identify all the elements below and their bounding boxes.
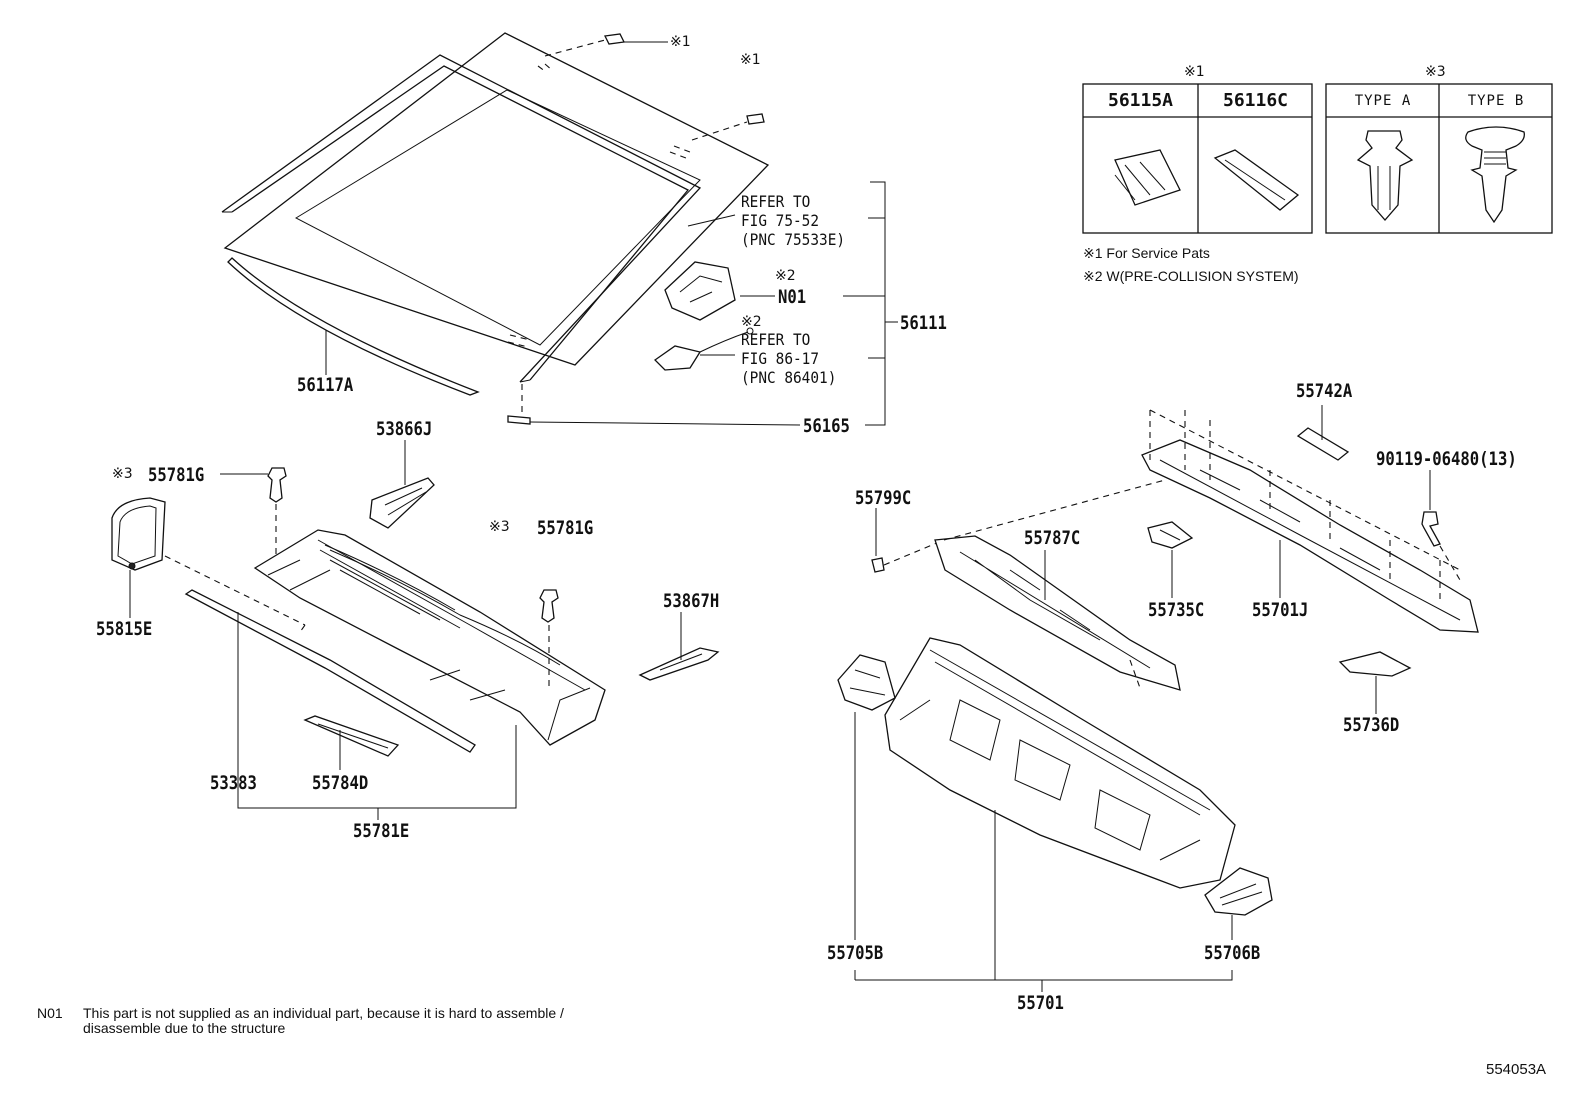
label-55701: 55701 <box>1017 992 1064 1014</box>
label-53383: 53383 <box>210 772 257 794</box>
service-part-56116C <box>746 113 765 125</box>
bracket-55705B <box>837 654 896 711</box>
footnote-code: N01 <box>37 1005 63 1021</box>
reinforcement-55735C <box>1147 521 1194 549</box>
camera-bracket <box>664 261 736 321</box>
label-56117A: 56117A <box>297 374 354 396</box>
table-type-col2: TYPE B <box>1467 93 1525 109</box>
service-parts-table <box>1082 83 1313 234</box>
table-type-col1: TYPE A <box>1354 93 1412 109</box>
label-55799C: 55799C <box>855 487 912 509</box>
footnote-line1: This part is not supplied as an individu… <box>83 1005 564 1021</box>
clip-type-table <box>1325 83 1553 234</box>
cowl-inner-panel-55787C <box>934 535 1181 691</box>
label-55781G-right: 55781G <box>537 517 594 539</box>
nut-55799C <box>871 557 885 573</box>
hood-seal-53383 <box>184 589 476 753</box>
refer-to-fig-86-17-line1: REFER TO <box>741 330 811 349</box>
bracket-55736D <box>1338 651 1412 677</box>
table-service-col1: 56115A <box>1107 90 1174 111</box>
label-55706B: 55706B <box>1204 942 1261 964</box>
cowl-side-seal-53867H <box>638 647 720 681</box>
label-56111: 56111 <box>900 312 947 334</box>
label-55781G-left: 55781G <box>148 464 205 486</box>
cowl-top-ventilator-louver <box>253 529 606 746</box>
mark-collision-2b: ※2 <box>741 314 762 330</box>
clip-55781G-right <box>539 589 559 623</box>
mark-collision-2a: ※2 <box>775 268 796 284</box>
clip-55781G-left <box>267 467 287 503</box>
bracket-55706B <box>1204 867 1273 916</box>
mark-service-1a: ※1 <box>670 34 691 50</box>
label-90119-06480: 90119-06480(13) <box>1376 448 1517 470</box>
bolt-90119 <box>1421 511 1441 547</box>
mark-clip-3b: ※3 <box>489 519 510 535</box>
cowl-top-panel-55701J <box>1141 409 1479 633</box>
spacer-56165 <box>507 415 531 425</box>
label-55736D: 55736D <box>1343 714 1400 736</box>
windshield-glass <box>223 32 770 396</box>
cowl-side-panel-53866J <box>369 477 435 529</box>
figure-id: 554053A <box>1486 1061 1547 1078</box>
legend-pre-collision: ※2 W(PRE-COLLISION SYSTEM) <box>1083 268 1299 284</box>
label-55705B: 55705B <box>827 942 884 964</box>
label-53867H: 53867H <box>663 590 720 612</box>
table-service-col2: 56116C <box>1222 90 1289 111</box>
label-55742A: 55742A <box>1296 380 1353 402</box>
refer-to-fig-75-52-line1: REFER TO <box>741 192 811 211</box>
label-56165: 56165 <box>803 415 850 437</box>
footnote-line2: disassemble due to the structure <box>83 1020 286 1036</box>
label-55742A <box>1296 427 1350 461</box>
windshield-moulding <box>221 54 702 383</box>
label-55784D: 55784D <box>312 772 369 794</box>
sensor-harness <box>653 327 754 371</box>
refer-to-fig-86-17-line3: (PNC 86401) <box>741 368 837 387</box>
refer-to-fig-75-52-line3: (PNC 75533E) <box>741 230 846 249</box>
label-55781E: 55781E <box>353 820 410 842</box>
cowl-insulator-55784D <box>303 715 400 757</box>
label-55787C: 55787C <box>1024 527 1081 549</box>
service-part-56115A <box>604 33 625 45</box>
dash-panel-55701 <box>884 637 1236 889</box>
mark-table-clip: ※3 <box>1425 64 1446 80</box>
refer-to-fig-75-52-line2: FIG 75-52 <box>741 211 820 230</box>
mark-clip-3a: ※3 <box>112 466 133 482</box>
label-55701J: 55701J <box>1252 599 1309 621</box>
legend-service-parts: ※1 For Service Pats <box>1083 245 1210 261</box>
refer-to-fig-86-17-line2: FIG 86-17 <box>741 349 820 368</box>
label-53866J: 53866J <box>376 418 433 440</box>
label-55815E: 55815E <box>96 618 153 640</box>
label-55735C: 55735C <box>1148 599 1205 621</box>
mark-table-service: ※1 <box>1184 64 1205 80</box>
mark-service-1b: ※1 <box>740 52 761 68</box>
label-N01: N01 <box>778 286 807 308</box>
cowl-side-seal-55815E <box>111 497 166 571</box>
